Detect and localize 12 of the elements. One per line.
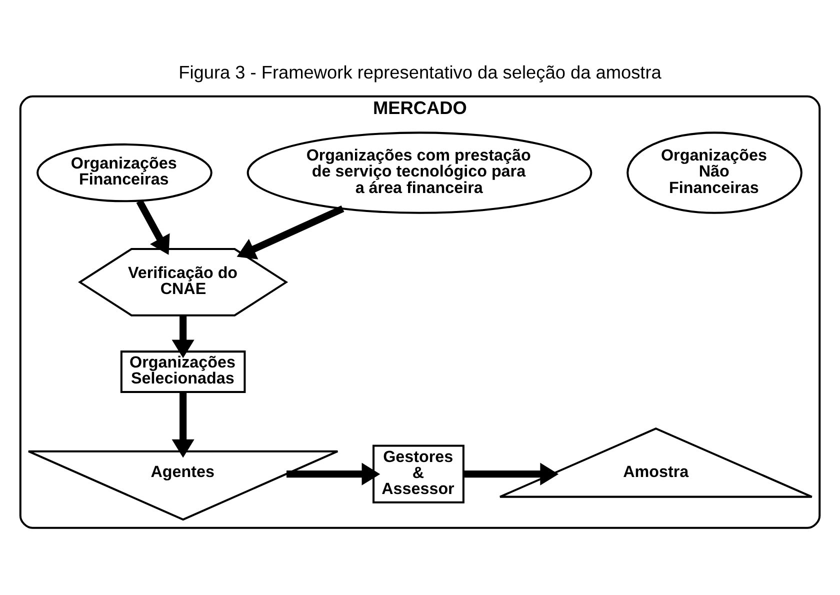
arrow: [136, 198, 170, 254]
node-ellipse: Organizações Não Financeiras: [626, 131, 802, 214]
arrow: [463, 462, 559, 485]
arrow: [172, 314, 194, 358]
node-box: Gestores & Assessor: [372, 444, 464, 503]
node-ellipse: Organizações Financeiras: [36, 142, 212, 202]
node-box: Organizações Selecionadas: [120, 350, 246, 392]
arrow: [236, 204, 344, 259]
arrow: [286, 462, 380, 485]
arrow: [172, 392, 194, 458]
node-ellipse: Organizações com prestação de serviço tecnológico para a área financeira: [246, 131, 592, 214]
diagram-title: Figura 3 - Framework representativo da seleção da amostra: [178, 62, 662, 82]
